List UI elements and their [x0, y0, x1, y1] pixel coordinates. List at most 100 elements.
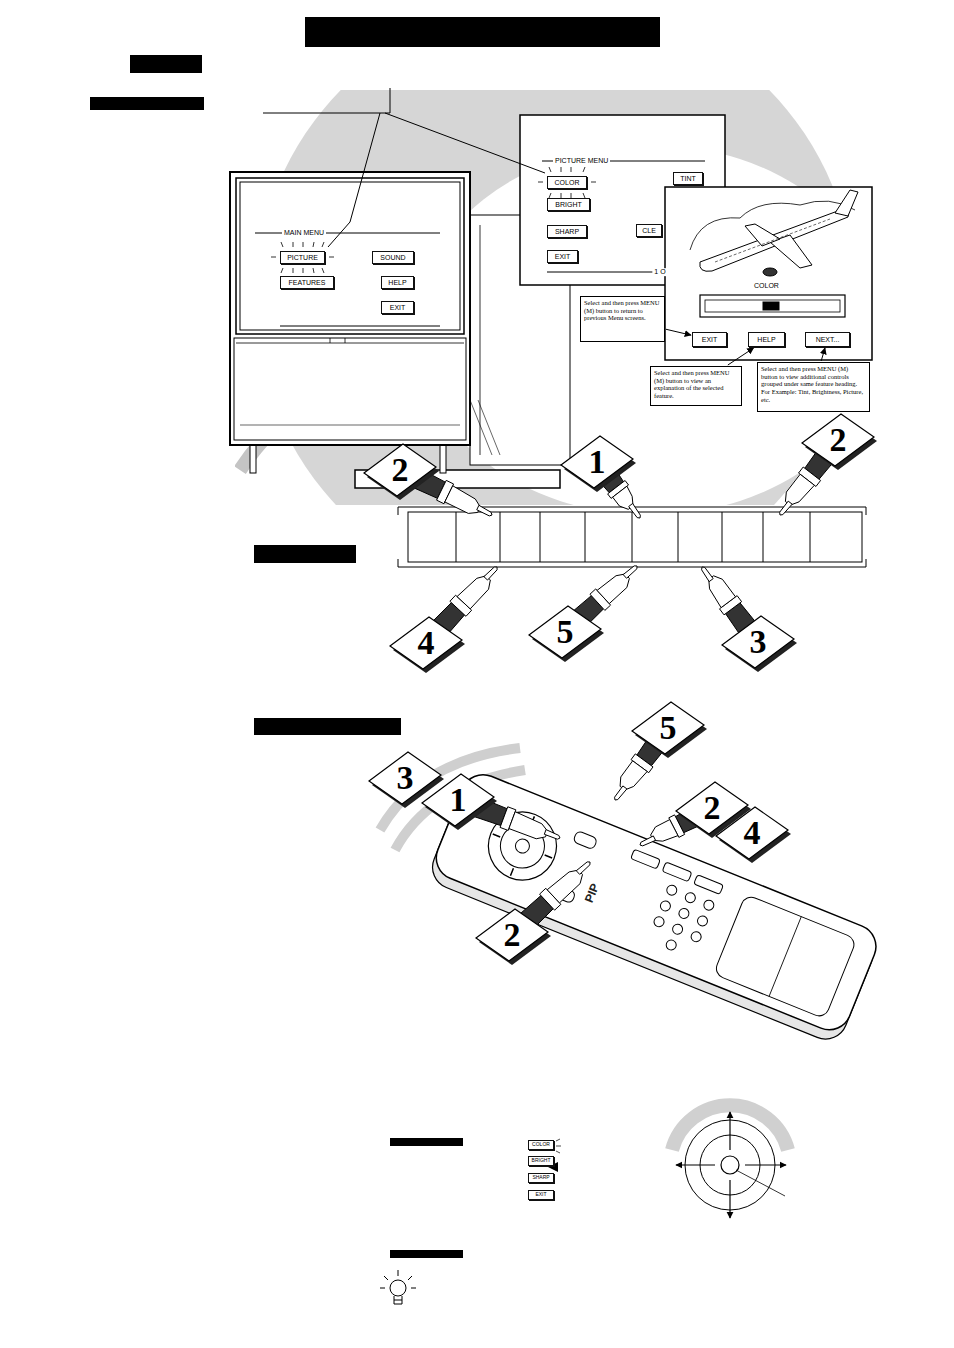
menu-screen: MAIN MENUPICTURESOUNDFEATURESHELPEXIT [238, 180, 462, 330]
hand [702, 567, 756, 634]
menu-icon: SHARP [528, 1173, 554, 1183]
highlight-sparkles [271, 167, 596, 273]
remote-control-part [662, 862, 692, 882]
hand-palm [785, 474, 814, 505]
button-label: EXIT [555, 253, 571, 261]
number-card [632, 702, 707, 758]
sparkle-tick [303, 268, 304, 273]
remote-control-part [690, 930, 703, 943]
menu-panels-part [665, 187, 872, 360]
callout-number: 2 [504, 918, 521, 952]
airplane-picture-part [745, 224, 780, 246]
button-label: COLOR [555, 179, 580, 187]
menu-button: HELP [381, 276, 414, 289]
card-face [716, 807, 788, 859]
card-face [422, 774, 494, 826]
hand-palm [547, 870, 582, 903]
tv-set-part [234, 338, 466, 440]
tv-set-part [236, 178, 464, 334]
number-card [476, 909, 551, 965]
number-card [422, 774, 497, 830]
button-label: HELP [757, 336, 775, 344]
sparkle-tick [271, 257, 276, 258]
menu-button: COLOR [547, 176, 587, 189]
remote-control-part [684, 891, 697, 904]
menu-panels-part [547, 272, 665, 273]
hand-finger [702, 567, 714, 582]
button-label: COLOR [532, 1142, 550, 1148]
sparkle-tick [303, 242, 304, 247]
tv-set-part [240, 425, 460, 426]
tv-set-part [240, 182, 460, 330]
remote-control-part [659, 899, 672, 912]
pointing-hands [364, 414, 877, 965]
hand-palm [620, 761, 647, 790]
tip-bulb-part [390, 1250, 463, 1258]
remote-control-part [430, 768, 883, 1036]
remote-control-part [713, 894, 856, 1019]
sparkle-tick [591, 182, 596, 183]
card-face [476, 909, 548, 961]
hand-finger [544, 830, 560, 840]
menu-button: FEATURES [280, 276, 334, 289]
menu-icon: BRIGHT [528, 1156, 554, 1166]
hand-palm [597, 574, 629, 604]
menu-button: NEXT... [805, 332, 850, 347]
number-card [722, 616, 797, 672]
screen-heading: PICTURE MENU [553, 157, 610, 165]
hand-finger [629, 503, 641, 518]
navigation-pad-part [672, 1105, 788, 1150]
remote-control-part [665, 884, 678, 897]
redacted-bars-part [254, 545, 356, 563]
hand-palm [445, 486, 480, 514]
sparkle-tick [538, 182, 543, 183]
hand-palm [509, 812, 548, 839]
callout-number: 2 [830, 423, 847, 457]
tv-set-part [280, 326, 440, 327]
screen-heading: MAIN MENU [282, 229, 326, 237]
key-strip-part [456, 512, 810, 562]
leader-lines-part [263, 88, 390, 113]
airplane-picture-part [835, 190, 858, 216]
tv-set-part [330, 338, 331, 343]
airplane-picture-part [700, 210, 849, 271]
hand-finger [623, 566, 637, 578]
redacted-bars-part [90, 97, 204, 110]
redacted-bars-part [254, 718, 401, 735]
button-label: NEXT... [816, 336, 840, 344]
navigation-pad-part-part [676, 1164, 715, 1165]
number-card [561, 436, 636, 492]
menu-button: CLE [636, 224, 662, 237]
button-label: FEATURES [289, 279, 326, 287]
leader-lines-part [385, 113, 545, 173]
sparkle-tick [549, 167, 551, 172]
menu-icon: EXIT [528, 1190, 554, 1200]
redacted-bars [90, 17, 660, 1146]
callout-number: 5 [557, 615, 574, 649]
airplane-picture [690, 190, 858, 317]
note-text: Select and then press MENU (M) button to… [761, 365, 866, 403]
tip-bulb-part [380, 1270, 416, 1288]
button-label: PIP [583, 882, 601, 904]
hand-finger [615, 786, 627, 800]
sparkle-tick [293, 268, 294, 273]
navigation-pad-part-part [745, 1164, 786, 1165]
remote-control-part [702, 899, 715, 912]
redacted-bars-part [390, 1138, 463, 1146]
sparkle-tick [583, 167, 585, 172]
tip-bulb-part [394, 1296, 402, 1304]
tv-set-part [345, 338, 346, 343]
button-label: EXIT [702, 336, 718, 344]
tv-set-part [250, 445, 256, 473]
sparkle-tick [571, 167, 572, 172]
remote-control-part [677, 907, 690, 920]
navigation-pad-part-part [729, 1112, 730, 1150]
menu-button: SOUND [372, 251, 414, 264]
sparkle-tick [313, 268, 314, 273]
callout-number: 4 [418, 626, 435, 660]
menu-screen: COLOREXITHELPNEXT... [665, 187, 872, 360]
remote-control-part [769, 917, 801, 997]
button-label: EXIT [390, 304, 406, 312]
